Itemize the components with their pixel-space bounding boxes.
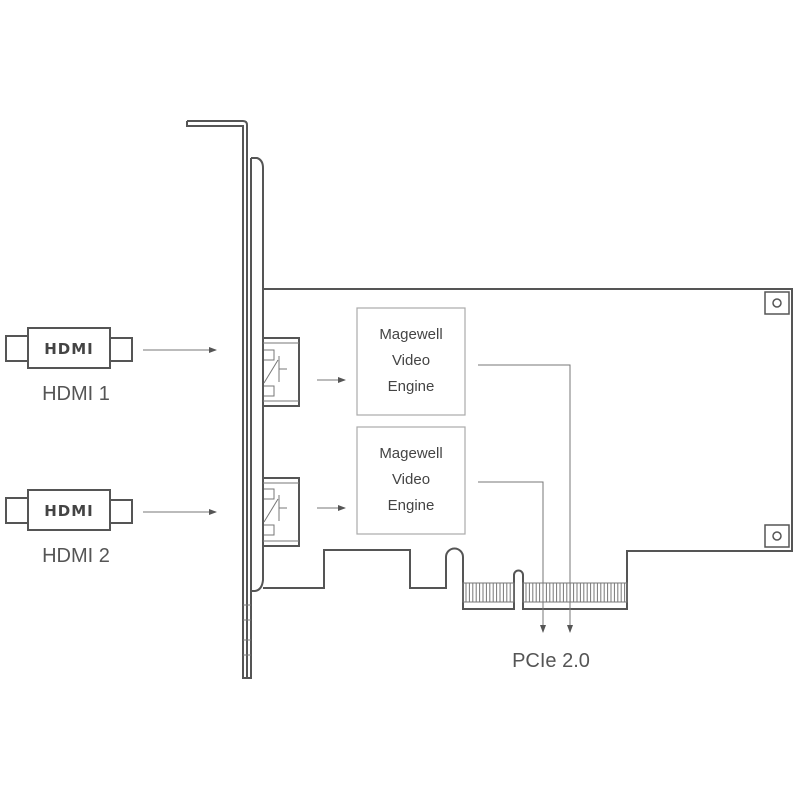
hdmi-port-2 [262,477,300,547]
video-engine-1: Magewell Video Engine [356,307,466,416]
mounting-hole [764,291,790,315]
video-engine-2: Magewell Video Engine [356,426,466,535]
hdmi-logo: HDMI [44,502,94,520]
hdmi-cable-connector-2: HDMI [5,489,133,531]
hdmi-port-1 [262,337,300,407]
pcie-connector [462,582,628,603]
pcie-label: PCIe 2.0 [512,650,590,672]
engine-label-line: Engine [388,378,435,395]
engine-label-line: Magewell [379,326,442,343]
arrow-engine1-to-pcie [478,364,573,633]
input-label-hdmi-1: HDMI 1 [42,383,110,405]
arrow-engine2-to-pcie [478,481,546,633]
hdmi-logo: HDMI [44,340,94,358]
engine-label-line: Engine [388,497,435,514]
pcb-outline [263,288,793,610]
input-label-hdmi-2: HDMI 2 [42,545,110,567]
engine-label-line: Video [392,471,430,488]
hdmi-cable-connector-1: HDMI [5,327,133,369]
pci-bracket [186,120,264,679]
mounting-hole [764,524,790,548]
engine-label-line: Magewell [379,445,442,462]
engine-label-line: Video [392,352,430,369]
